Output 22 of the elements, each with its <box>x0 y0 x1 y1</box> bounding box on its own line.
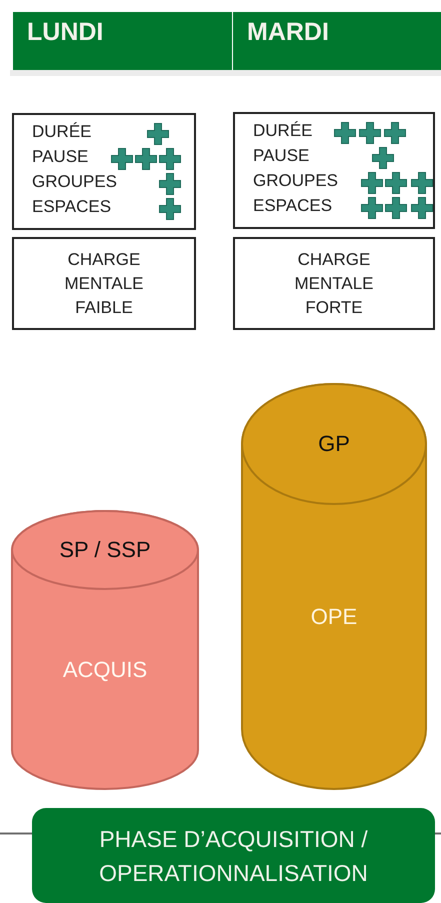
day-header: LUNDI <box>13 12 232 70</box>
criterion-label: ESPACES <box>253 196 332 216</box>
day-header: MARDI <box>233 12 441 70</box>
workload-label: CHARGE MENTALE FORTE <box>293 248 375 318</box>
cylinder-top-label: GP <box>317 430 351 458</box>
cylinder-body-label: OPE <box>310 603 358 631</box>
workload-box <box>12 237 196 330</box>
criterion-label: ESPACES <box>32 197 112 217</box>
cylinder-top-label: SP / SSP <box>58 536 152 564</box>
phase-label: PHASE D’ACQUISITION / OPERATIONNALISATION <box>98 825 369 888</box>
criteria-box <box>233 112 435 229</box>
cylinder-body-label: ACQUIS <box>62 656 148 684</box>
criterion-label: DURÉE <box>253 121 313 141</box>
criterion-label: GROUPES <box>253 171 338 191</box>
criterion-label: PAUSE <box>253 146 310 166</box>
phase-banner <box>32 808 435 903</box>
criterion-label: PAUSE <box>32 147 88 167</box>
criterion-label: DURÉE <box>32 122 92 142</box>
workload-label: CHARGE MENTALE FAIBLE <box>63 248 145 318</box>
criteria-box <box>12 113 196 230</box>
workload-box <box>233 237 435 330</box>
criterion-label: GROUPES <box>32 172 118 192</box>
